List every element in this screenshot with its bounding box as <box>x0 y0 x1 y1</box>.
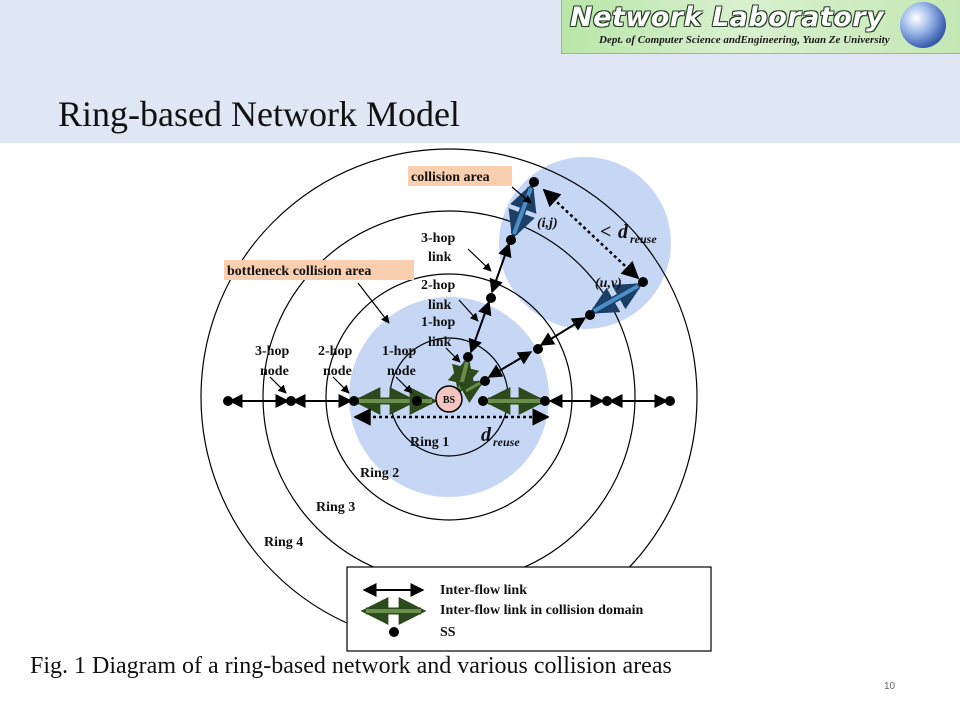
figure-caption: Fig. 1 Diagram of a ring-based network a… <box>30 653 672 679</box>
ring-3-label: Ring 3 <box>316 500 355 515</box>
ring-1-label: Ring 1 <box>410 435 449 450</box>
d-reuse-subscript-upper: reuse <box>630 232 657 246</box>
hop3-node-label-b: node <box>260 364 289 379</box>
ring-2-label: Ring 2 <box>360 466 399 481</box>
link-ij-label: (i,j) <box>537 216 558 231</box>
logo-title: Network Laboratory <box>570 2 885 33</box>
collision-area-label-bg <box>408 166 512 186</box>
hop3-link-label-a: 3-hop <box>421 231 455 246</box>
hop2-node-label-a: 2-hop <box>318 344 352 359</box>
hop1-node-label-b: node <box>387 364 416 379</box>
network-lab-logo: Network Laboratory Dept. of Computer Sci… <box>561 0 960 54</box>
legend-inter-flow-label: Inter-flow link <box>440 583 527 598</box>
annotation-pointers <box>269 186 532 394</box>
page-title: Ring-based Network Model <box>58 94 460 134</box>
vertical-path-links <box>468 182 643 378</box>
legend-collision-label: Inter-flow link in collision domain <box>440 603 644 618</box>
d-reuse-symbol-upper: d <box>618 221 629 243</box>
hop1-link-label-a: 1-hop <box>421 315 455 330</box>
hop3-node-label-a: 3-hop <box>255 344 289 359</box>
slide-number: 10 <box>884 681 896 692</box>
bs-label: BS <box>443 395 456 406</box>
collision-domain-links <box>352 356 547 415</box>
d-reuse-subscript-lower: reuse <box>493 435 520 449</box>
legend: Inter-flow link Inter-flow link in colli… <box>346 566 712 652</box>
hop1-link-label-b: link <box>428 335 452 350</box>
legend-ss-label: SS <box>440 625 456 640</box>
d-reuse-symbol-lower: d <box>481 424 492 446</box>
globe-icon <box>900 2 946 48</box>
less-than-symbol: < <box>600 221 611 243</box>
hop2-link-label-b: link <box>428 298 452 313</box>
ring-network-diagram: BS collision area bottleneck collision a… <box>200 148 712 652</box>
base-station <box>435 385 463 413</box>
ring-4-label: Ring 4 <box>264 535 303 550</box>
link-uv-label: (u,v) <box>595 276 622 291</box>
hop2-link-label-a: 2-hop <box>421 278 455 293</box>
logo-subtitle: Dept. of Computer Science andEngineering… <box>599 34 890 46</box>
collision-area-label: collision area <box>411 170 490 185</box>
legend-ss-swatch <box>389 627 399 637</box>
bottleneck-label-bg <box>224 260 414 280</box>
hop1-node-label-a: 1-hop <box>382 344 416 359</box>
hop3-link-label-b: link <box>428 250 452 265</box>
ss-nodes <box>223 177 675 406</box>
bottleneck-collision-area-label: bottleneck collision area <box>227 264 371 279</box>
hop2-node-label-b: node <box>323 364 352 379</box>
